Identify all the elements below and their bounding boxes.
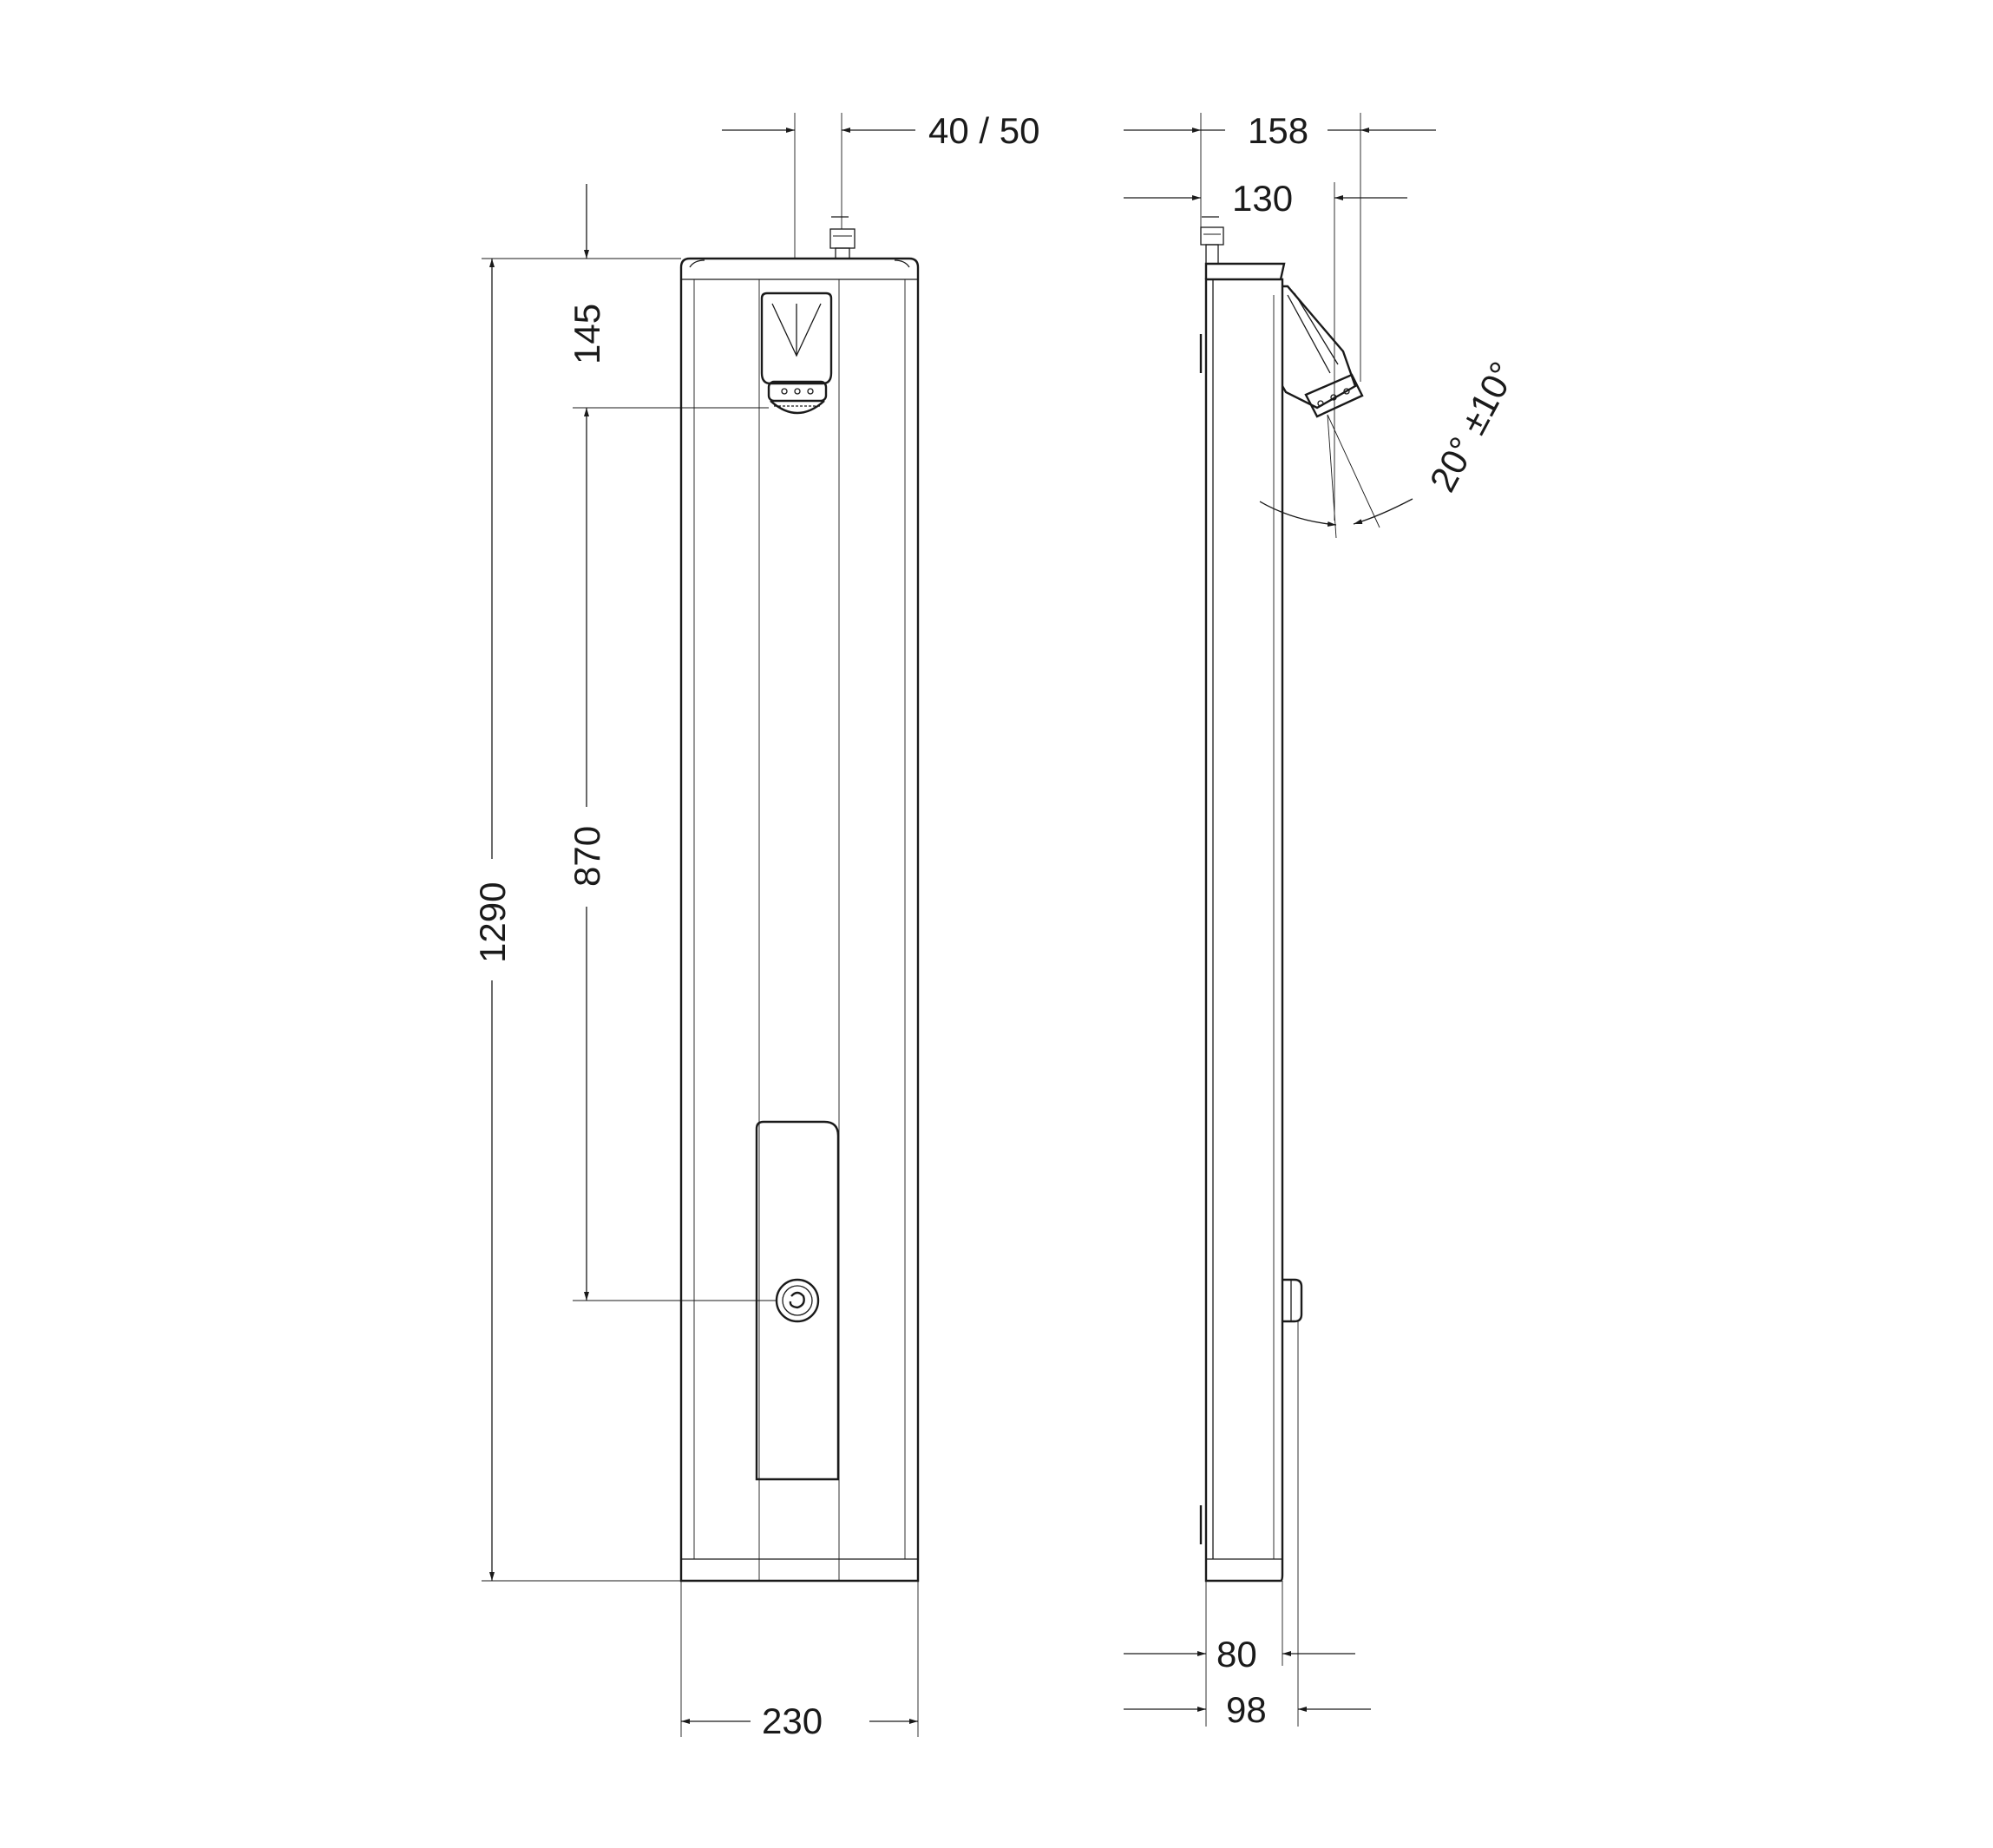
dim-shower-head-offset-label: 145	[567, 304, 607, 364]
dim-side-wall-depth: 80	[1124, 1581, 1355, 1727]
dim-head-to-button-label: 870	[567, 826, 607, 887]
dim-side-button-depth-label: 98	[1226, 1689, 1267, 1730]
control-recess	[755, 1120, 840, 1481]
dim-side-wall-depth-label: 80	[1216, 1634, 1257, 1674]
front-panel-outline	[679, 257, 920, 1583]
shower-head-icon	[760, 292, 833, 415]
dim-side-shower-depth: 130	[1124, 178, 1407, 521]
front-view	[679, 216, 920, 1583]
dim-head-angle: 20° ±10°	[1259, 355, 1524, 539]
push-button-icon[interactable]	[775, 1278, 820, 1323]
dim-front-width: 230	[680, 1581, 919, 1741]
dim-head-angle-label: 20° ±10°	[1421, 355, 1523, 498]
dim-front-width-label: 230	[762, 1701, 823, 1741]
dim-total-height-label: 1290	[472, 882, 513, 963]
dim-side-shower-depth-label: 130	[1232, 178, 1293, 219]
dim-inlet-spacing: 40 / 50	[722, 110, 1039, 259]
side-view	[1199, 216, 1364, 1583]
side-panel-outline	[1204, 278, 1284, 1583]
dim-shower-head-offset: 145	[567, 184, 769, 409]
dim-total-height: 1290	[472, 258, 681, 1582]
dim-side-button-depth: 98	[1124, 1321, 1371, 1730]
dim-side-top-depth: 158	[1124, 110, 1436, 382]
side-shower-head-icon	[1281, 285, 1364, 418]
dim-head-to-button: 870	[567, 408, 777, 1301]
side-inlet-fitting-icon	[1200, 216, 1224, 265]
inlet-fitting-icon	[829, 216, 856, 259]
dim-side-top-depth-label: 158	[1248, 110, 1308, 151]
dim-inlet-spacing-label: 40 / 50	[928, 110, 1039, 151]
side-push-button-icon[interactable]	[1282, 1278, 1303, 1323]
